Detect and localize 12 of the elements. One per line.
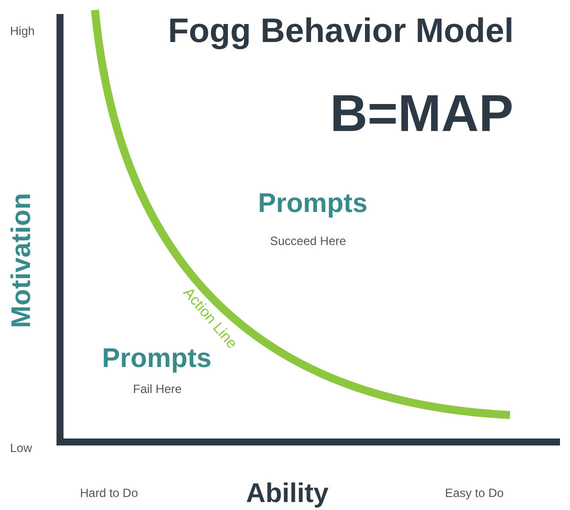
axis-tick-label: Low [10,442,32,454]
region-note: Succeed Here [270,235,346,247]
region-heading: Prompts [258,190,368,217]
axis-title: Ability [246,480,329,507]
axis-tick-label: Easy to Do [445,487,504,499]
formula: B=MAP [330,88,514,140]
region-note: Fail Here [133,383,182,395]
axis-title: Motivation [8,193,35,328]
title: Fogg Behavior Model [168,14,514,48]
axis-tick-label: Hard to Do [80,487,138,499]
region-heading: Prompts [102,345,212,372]
axis-tick-label: High [10,25,35,37]
